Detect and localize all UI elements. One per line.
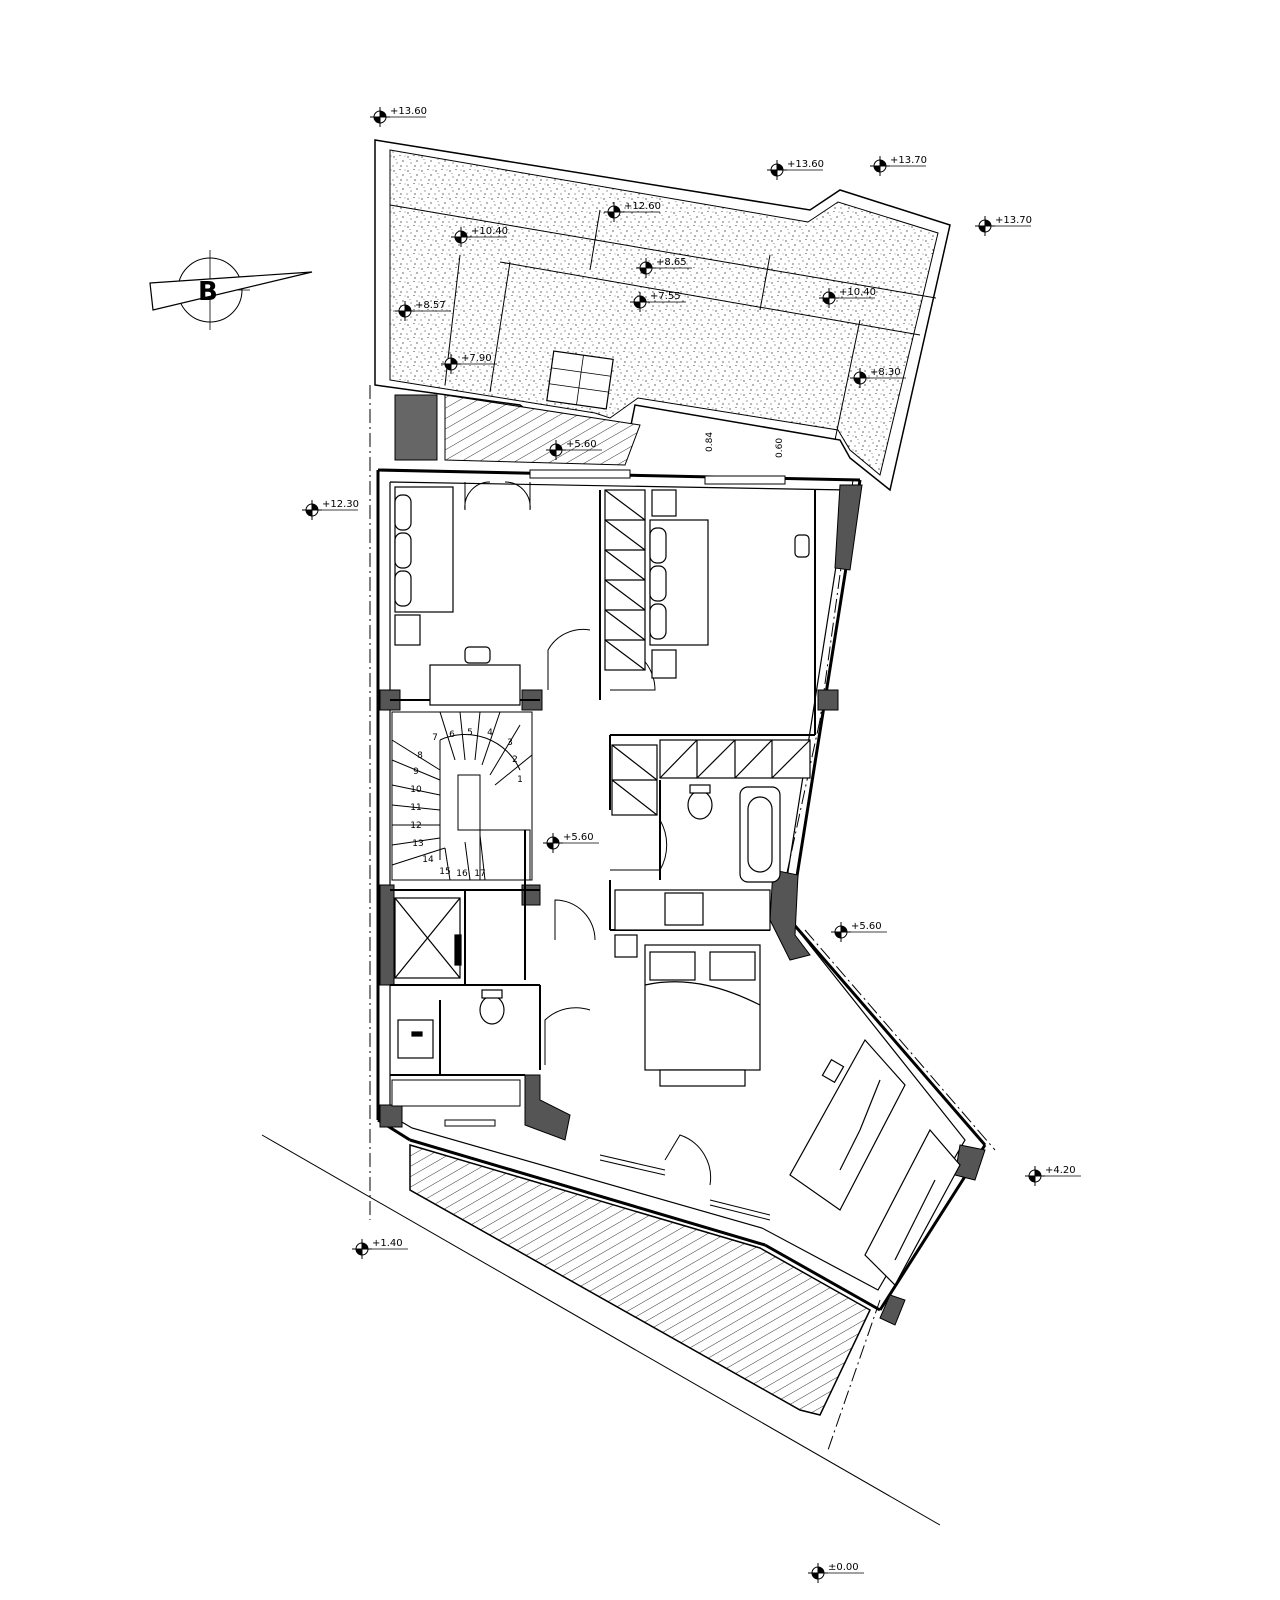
level-marker: +8.30 bbox=[850, 367, 906, 388]
level-marker: +4.20 bbox=[1025, 1165, 1081, 1186]
step-14: 14 bbox=[422, 855, 434, 865]
balcony bbox=[409, 1143, 871, 1416]
level-marker: +10.40 bbox=[819, 287, 876, 308]
step-5: 5 bbox=[467, 728, 473, 738]
street-line bbox=[261, 1134, 941, 1526]
step-4: 4 bbox=[487, 728, 493, 738]
step-6: 6 bbox=[449, 730, 455, 740]
dimension-060: 0.60 bbox=[775, 438, 785, 458]
wardrobe-diagonal bbox=[789, 1038, 961, 1286]
level-label: +5.60 bbox=[566, 439, 597, 450]
level-label: +7.90 bbox=[461, 353, 492, 364]
windows bbox=[444, 469, 786, 1221]
level-marker: +8.57 bbox=[395, 300, 451, 321]
roof-terrace bbox=[374, 139, 951, 492]
closet-lower bbox=[391, 1079, 521, 1107]
chimney bbox=[394, 394, 438, 461]
master-bed bbox=[614, 934, 761, 1087]
level-marker: +5.60 bbox=[831, 921, 887, 942]
desk-top-left bbox=[429, 646, 521, 706]
wardrobe-row bbox=[611, 739, 811, 816]
level-marker: +13.60 bbox=[370, 106, 427, 127]
level-label: +13.60 bbox=[390, 106, 427, 117]
step-16: 16 bbox=[456, 869, 468, 879]
level-label: +5.60 bbox=[563, 832, 594, 843]
wc-fixtures bbox=[394, 897, 505, 1059]
entry-deck bbox=[444, 394, 641, 466]
step-12: 12 bbox=[410, 821, 421, 831]
bed-top-left bbox=[394, 486, 454, 646]
level-label: +13.70 bbox=[995, 215, 1032, 226]
level-label: +13.70 bbox=[890, 155, 927, 166]
level-marker: +7.90 bbox=[441, 353, 497, 374]
compass-letter: B bbox=[198, 277, 218, 307]
level-marker: +1.40 bbox=[352, 1238, 408, 1259]
level-label: +13.60 bbox=[787, 159, 824, 170]
level-marker: +13.60 bbox=[767, 159, 824, 180]
level-marker: +7.55 bbox=[630, 291, 686, 312]
level-label: +8.65 bbox=[656, 257, 687, 268]
north-arrow: B bbox=[149, 250, 313, 330]
level-markers: +13.60 +13.60 +13.70 +13.70 +12.60 +10.40 +10.… bbox=[302, 106, 1081, 1583]
step-15: 15 bbox=[439, 867, 450, 877]
level-label: +5.60 bbox=[851, 921, 882, 932]
level-marker: +5.60 bbox=[543, 832, 599, 853]
stair-numbers: 1 2 3 4 5 6 7 8 9 10 11 12 13 14 15 16 1… bbox=[410, 728, 523, 879]
step-7: 7 bbox=[432, 733, 438, 743]
level-label: +8.57 bbox=[415, 300, 446, 311]
doors bbox=[464, 481, 712, 1186]
level-marker: +13.70 bbox=[975, 215, 1032, 236]
level-marker: +12.60 bbox=[604, 201, 661, 222]
staircase bbox=[391, 711, 533, 881]
level-label: +4.20 bbox=[1045, 1165, 1076, 1176]
level-label: ±0.00 bbox=[828, 1562, 859, 1573]
step-2: 2 bbox=[512, 755, 518, 765]
dimension-084: 0.84 bbox=[705, 432, 715, 452]
level-marker: +8.65 bbox=[636, 257, 692, 278]
level-label: +12.30 bbox=[322, 499, 359, 510]
step-17: 17 bbox=[474, 869, 485, 879]
level-marker: +10.40 bbox=[451, 226, 508, 247]
level-label: +7.55 bbox=[650, 291, 681, 302]
bed-top-right bbox=[649, 489, 810, 679]
level-marker: ±0.00 bbox=[808, 1562, 864, 1583]
step-13: 13 bbox=[412, 839, 423, 849]
level-label: +10.40 bbox=[839, 287, 876, 298]
level-label: +12.60 bbox=[624, 201, 661, 212]
level-marker: +5.60 bbox=[546, 439, 602, 460]
level-label: +10.40 bbox=[471, 226, 508, 237]
step-11: 11 bbox=[410, 803, 421, 813]
level-label: +8.30 bbox=[870, 367, 901, 378]
level-label: +1.40 bbox=[372, 1238, 403, 1249]
level-marker: +12.30 bbox=[302, 499, 359, 520]
level-marker: +13.70 bbox=[870, 155, 927, 176]
bathroom-fixtures bbox=[614, 784, 781, 931]
step-10: 10 bbox=[410, 785, 422, 795]
wardrobe-column bbox=[604, 489, 646, 671]
step-8: 8 bbox=[417, 751, 423, 761]
step-9: 9 bbox=[413, 767, 419, 777]
step-3: 3 bbox=[507, 738, 513, 748]
step-1: 1 bbox=[517, 775, 523, 785]
